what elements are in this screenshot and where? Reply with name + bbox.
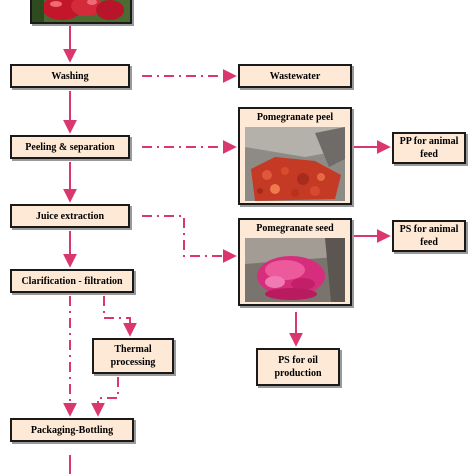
peeling-box: Peeling & separation [10, 135, 130, 159]
fruit-image [32, 0, 130, 22]
juice-extraction-label: Juice extraction [35, 210, 105, 222]
pp-feed-label: PP for animal feed [399, 136, 459, 160]
seed-title: Pomegranate seed [256, 223, 334, 234]
clarification-label: Clarification - filtration [21, 275, 123, 287]
juice-extraction-box: Juice extraction [10, 204, 130, 228]
packaging-box: Packaging-Bottling [10, 418, 134, 442]
peeling-label: Peeling & separation [25, 141, 115, 153]
thermal-processing-box: Thermal processing [92, 338, 174, 374]
fruit-photo-box [30, 0, 132, 24]
pp-feed-box: PP for animal feed [392, 132, 466, 164]
ps-feed-box: PS for animal feed [392, 220, 466, 252]
seed-photo-box: Pomegranate seed [238, 218, 352, 306]
wastewater-box: Wastewater [238, 64, 352, 88]
arrow-clarification-to-thermal [103, 296, 137, 337]
arrow-thermal-to-packaging [91, 377, 119, 417]
seed-image [245, 238, 345, 302]
ps-oil-label: PS for oil production [274, 355, 322, 379]
washing-box: Washing [10, 64, 130, 88]
wastewater-label: Wastewater [269, 70, 321, 82]
ps-oil-box: PS for oil production [256, 348, 340, 386]
arrow-juice-to-seed [142, 215, 237, 263]
packaging-label: Packaging-Bottling [30, 424, 114, 436]
clarification-box: Clarification - filtration [10, 269, 134, 293]
peel-title: Pomegranate peel [256, 112, 334, 123]
ps-feed-label: PS for animal feed [399, 224, 459, 248]
thermal-processing-label: Thermal processing [110, 344, 156, 368]
peel-image [245, 127, 345, 201]
washing-label: Washing [51, 70, 89, 82]
peel-photo-box: Pomegranate peel [238, 107, 352, 205]
